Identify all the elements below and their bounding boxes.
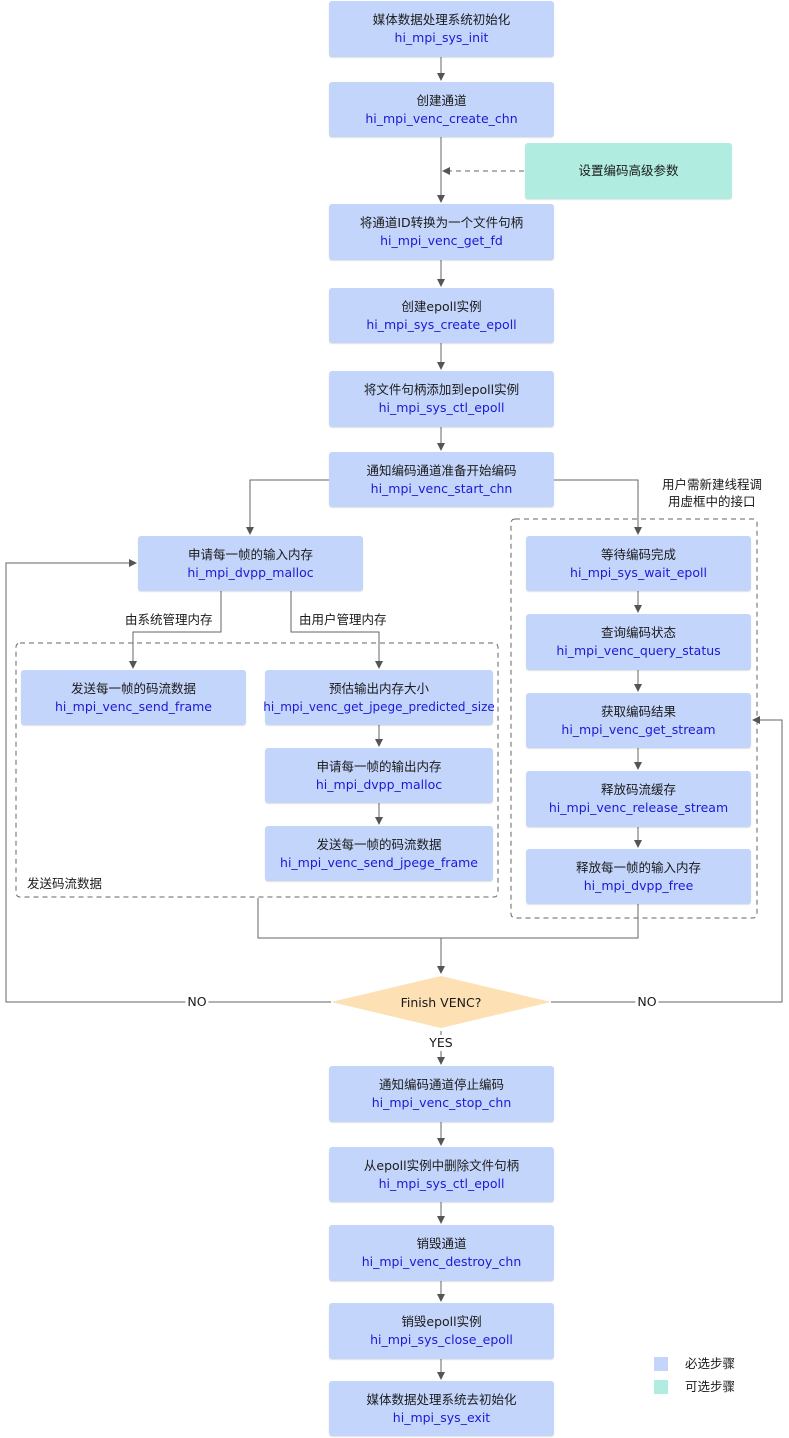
label-sys-mem: 由系统管理内存 bbox=[125, 612, 213, 627]
step-title: 设置编码高级参数 bbox=[578, 163, 679, 178]
label-thread-note-1: 用户需新建线程调 bbox=[662, 477, 763, 492]
label-send-group: 发送码流数据 bbox=[27, 876, 103, 891]
step-api: hi_mpi_venc_stop_chn bbox=[371, 1095, 512, 1110]
step-dvpp-free: 释放每一帧的输入内存 hi_mpi_dvpp_free bbox=[526, 849, 751, 904]
step-title: 通知编码通道停止编码 bbox=[378, 1077, 504, 1092]
step-api: hi_mpi_sys_ctl_epoll bbox=[378, 400, 505, 415]
step-title: 申请每一帧的输入内存 bbox=[187, 546, 313, 562]
step-api: hi_mpi_dvpp_free bbox=[583, 877, 694, 893]
step-title: 获取编码结果 bbox=[600, 703, 676, 719]
send-group-frame bbox=[15, 642, 499, 898]
step-adv-params: 设置编码高级参数 bbox=[525, 143, 732, 199]
step-api: hi_mpi_dvpp_malloc bbox=[187, 564, 314, 580]
step-api: hi_mpi_sys_wait_epoll bbox=[570, 564, 707, 580]
step-title: 媒体数据处理系统初始化 bbox=[372, 12, 511, 27]
step-title: 等待编码完成 bbox=[600, 546, 676, 562]
step-title: 查询编码状态 bbox=[600, 625, 676, 640]
step-malloc-output: 申请每一帧的输出内存 hi_mpi_dvpp_malloc bbox=[265, 748, 493, 803]
step-title: 将文件句柄添加到epoll实例 bbox=[363, 382, 520, 397]
step-release-stream: 释放码流缓存 hi_mpi_venc_release_stream bbox=[526, 771, 751, 827]
step-title: 将通道ID转换为一个文件句柄 bbox=[359, 215, 524, 230]
step-api: hi_mpi_dvpp_malloc bbox=[315, 776, 443, 792]
step-title: 发送每一帧的码流数据 bbox=[316, 836, 442, 852]
step-api: hi_mpi_sys_create_epoll bbox=[366, 316, 517, 332]
step-title: 释放码流缓存 bbox=[600, 782, 676, 797]
step-title: 从epoll实例中删除文件句柄 bbox=[363, 1157, 520, 1173]
step-close-epoll: 销毁epoll实例 hi_mpi_sys_close_epoll bbox=[329, 1303, 554, 1359]
step-destroy-chn: 销毁通道 hi_mpi_venc_destroy_chn bbox=[329, 1225, 554, 1281]
step-api: hi_mpi_sys_close_epoll bbox=[370, 1332, 513, 1347]
label-no-right: NO bbox=[635, 994, 659, 1010]
step-send-frame: 发送每一帧的码流数据 hi_mpi_venc_send_frame bbox=[21, 670, 246, 725]
step-wait-epoll: 等待编码完成 hi_mpi_sys_wait_epoll bbox=[526, 536, 751, 591]
label-no-left: NO bbox=[185, 994, 209, 1010]
step-api: hi_mpi_venc_release_stream bbox=[548, 800, 729, 815]
step-title: 预估输出内存大小 bbox=[328, 680, 429, 696]
step-api: hi_mpi_sys_init bbox=[394, 30, 489, 45]
step-api: hi_mpi_venc_send_jpege_frame bbox=[280, 854, 478, 870]
step-api: hi_mpi_venc_get_stream bbox=[561, 721, 716, 737]
step-ctl-epoll-add: 将文件句柄添加到epoll实例 hi_mpi_sys_ctl_epoll bbox=[329, 371, 554, 427]
legend-optional-swatch bbox=[654, 1380, 668, 1394]
step-title: 释放每一帧的输入内存 bbox=[575, 859, 701, 875]
step-get-fd: 将通道ID转换为一个文件句柄 hi_mpi_venc_get_fd bbox=[329, 204, 554, 260]
step-sys-exit: 媒体数据处理系统去初始化 hi_mpi_sys_exit bbox=[329, 1381, 554, 1436]
label-yes: YES bbox=[427, 1035, 455, 1051]
step-predict-size: 预估输出内存大小 hi_mpi_venc_get_jpege_predicted… bbox=[263, 670, 495, 725]
label-thread-note-2: 用虚框中的接口 bbox=[668, 494, 756, 509]
step-title: 申请每一帧的输出内存 bbox=[316, 758, 442, 774]
step-api: hi_mpi_venc_get_jpege_predicted_size bbox=[263, 699, 495, 714]
step-api: hi_mpi_venc_send_frame bbox=[55, 698, 212, 714]
step-start-chn: 通知编码通道准备开始编码 hi_mpi_venc_start_chn bbox=[329, 452, 554, 507]
step-title: 创建epoll实例 bbox=[401, 298, 482, 314]
step-ctl-epoll-del: 从epoll实例中删除文件句柄 hi_mpi_sys_ctl_epoll bbox=[329, 1147, 554, 1202]
step-stop-chn: 通知编码通道停止编码 hi_mpi_venc_stop_chn bbox=[329, 1066, 554, 1122]
legend-required-swatch bbox=[654, 1357, 668, 1371]
step-title: 发送每一帧的码流数据 bbox=[70, 680, 196, 696]
step-api: hi_mpi_venc_start_chn bbox=[370, 480, 513, 496]
decision-diamond bbox=[331, 976, 551, 1028]
step-title: 媒体数据处理系统去初始化 bbox=[366, 1391, 517, 1407]
step-api: hi_mpi_sys_ctl_epoll bbox=[378, 1175, 505, 1191]
step-api: hi_mpi_sys_exit bbox=[392, 1409, 491, 1425]
step-title: 通知编码通道准备开始编码 bbox=[366, 462, 517, 478]
step-sys-init: 媒体数据处理系统初始化 hi_mpi_sys_init bbox=[329, 1, 554, 57]
step-title: 销毁epoll实例 bbox=[401, 1314, 482, 1329]
step-title: 销毁通道 bbox=[416, 1236, 467, 1251]
step-get-stream: 获取编码结果 hi_mpi_venc_get_stream bbox=[526, 693, 751, 748]
step-title: 创建通道 bbox=[416, 92, 467, 108]
step-api: hi_mpi_venc_query_status bbox=[556, 643, 721, 658]
legend-required-label: 必选步骤 bbox=[685, 1356, 736, 1371]
step-send-jpege: 发送每一帧的码流数据 hi_mpi_venc_send_jpege_frame bbox=[265, 826, 493, 881]
step-create-epoll: 创建epoll实例 hi_mpi_sys_create_epoll bbox=[329, 288, 554, 343]
step-api: hi_mpi_venc_destroy_chn bbox=[361, 1254, 522, 1269]
step-api: hi_mpi_venc_create_chn bbox=[365, 110, 518, 126]
step-create-chn: 创建通道 hi_mpi_venc_create_chn bbox=[329, 82, 554, 137]
step-api: hi_mpi_venc_get_fd bbox=[380, 233, 503, 248]
label-user-mem: 由用户管理内存 bbox=[299, 612, 387, 627]
decision-label: Finish VENC? bbox=[400, 994, 482, 1010]
thread-group-frame bbox=[510, 518, 758, 919]
legend-optional-label: 可选步骤 bbox=[685, 1379, 736, 1394]
step-malloc-input: 申请每一帧的输入内存 hi_mpi_dvpp_malloc bbox=[138, 536, 363, 591]
step-query-status: 查询编码状态 hi_mpi_venc_query_status bbox=[526, 614, 751, 670]
